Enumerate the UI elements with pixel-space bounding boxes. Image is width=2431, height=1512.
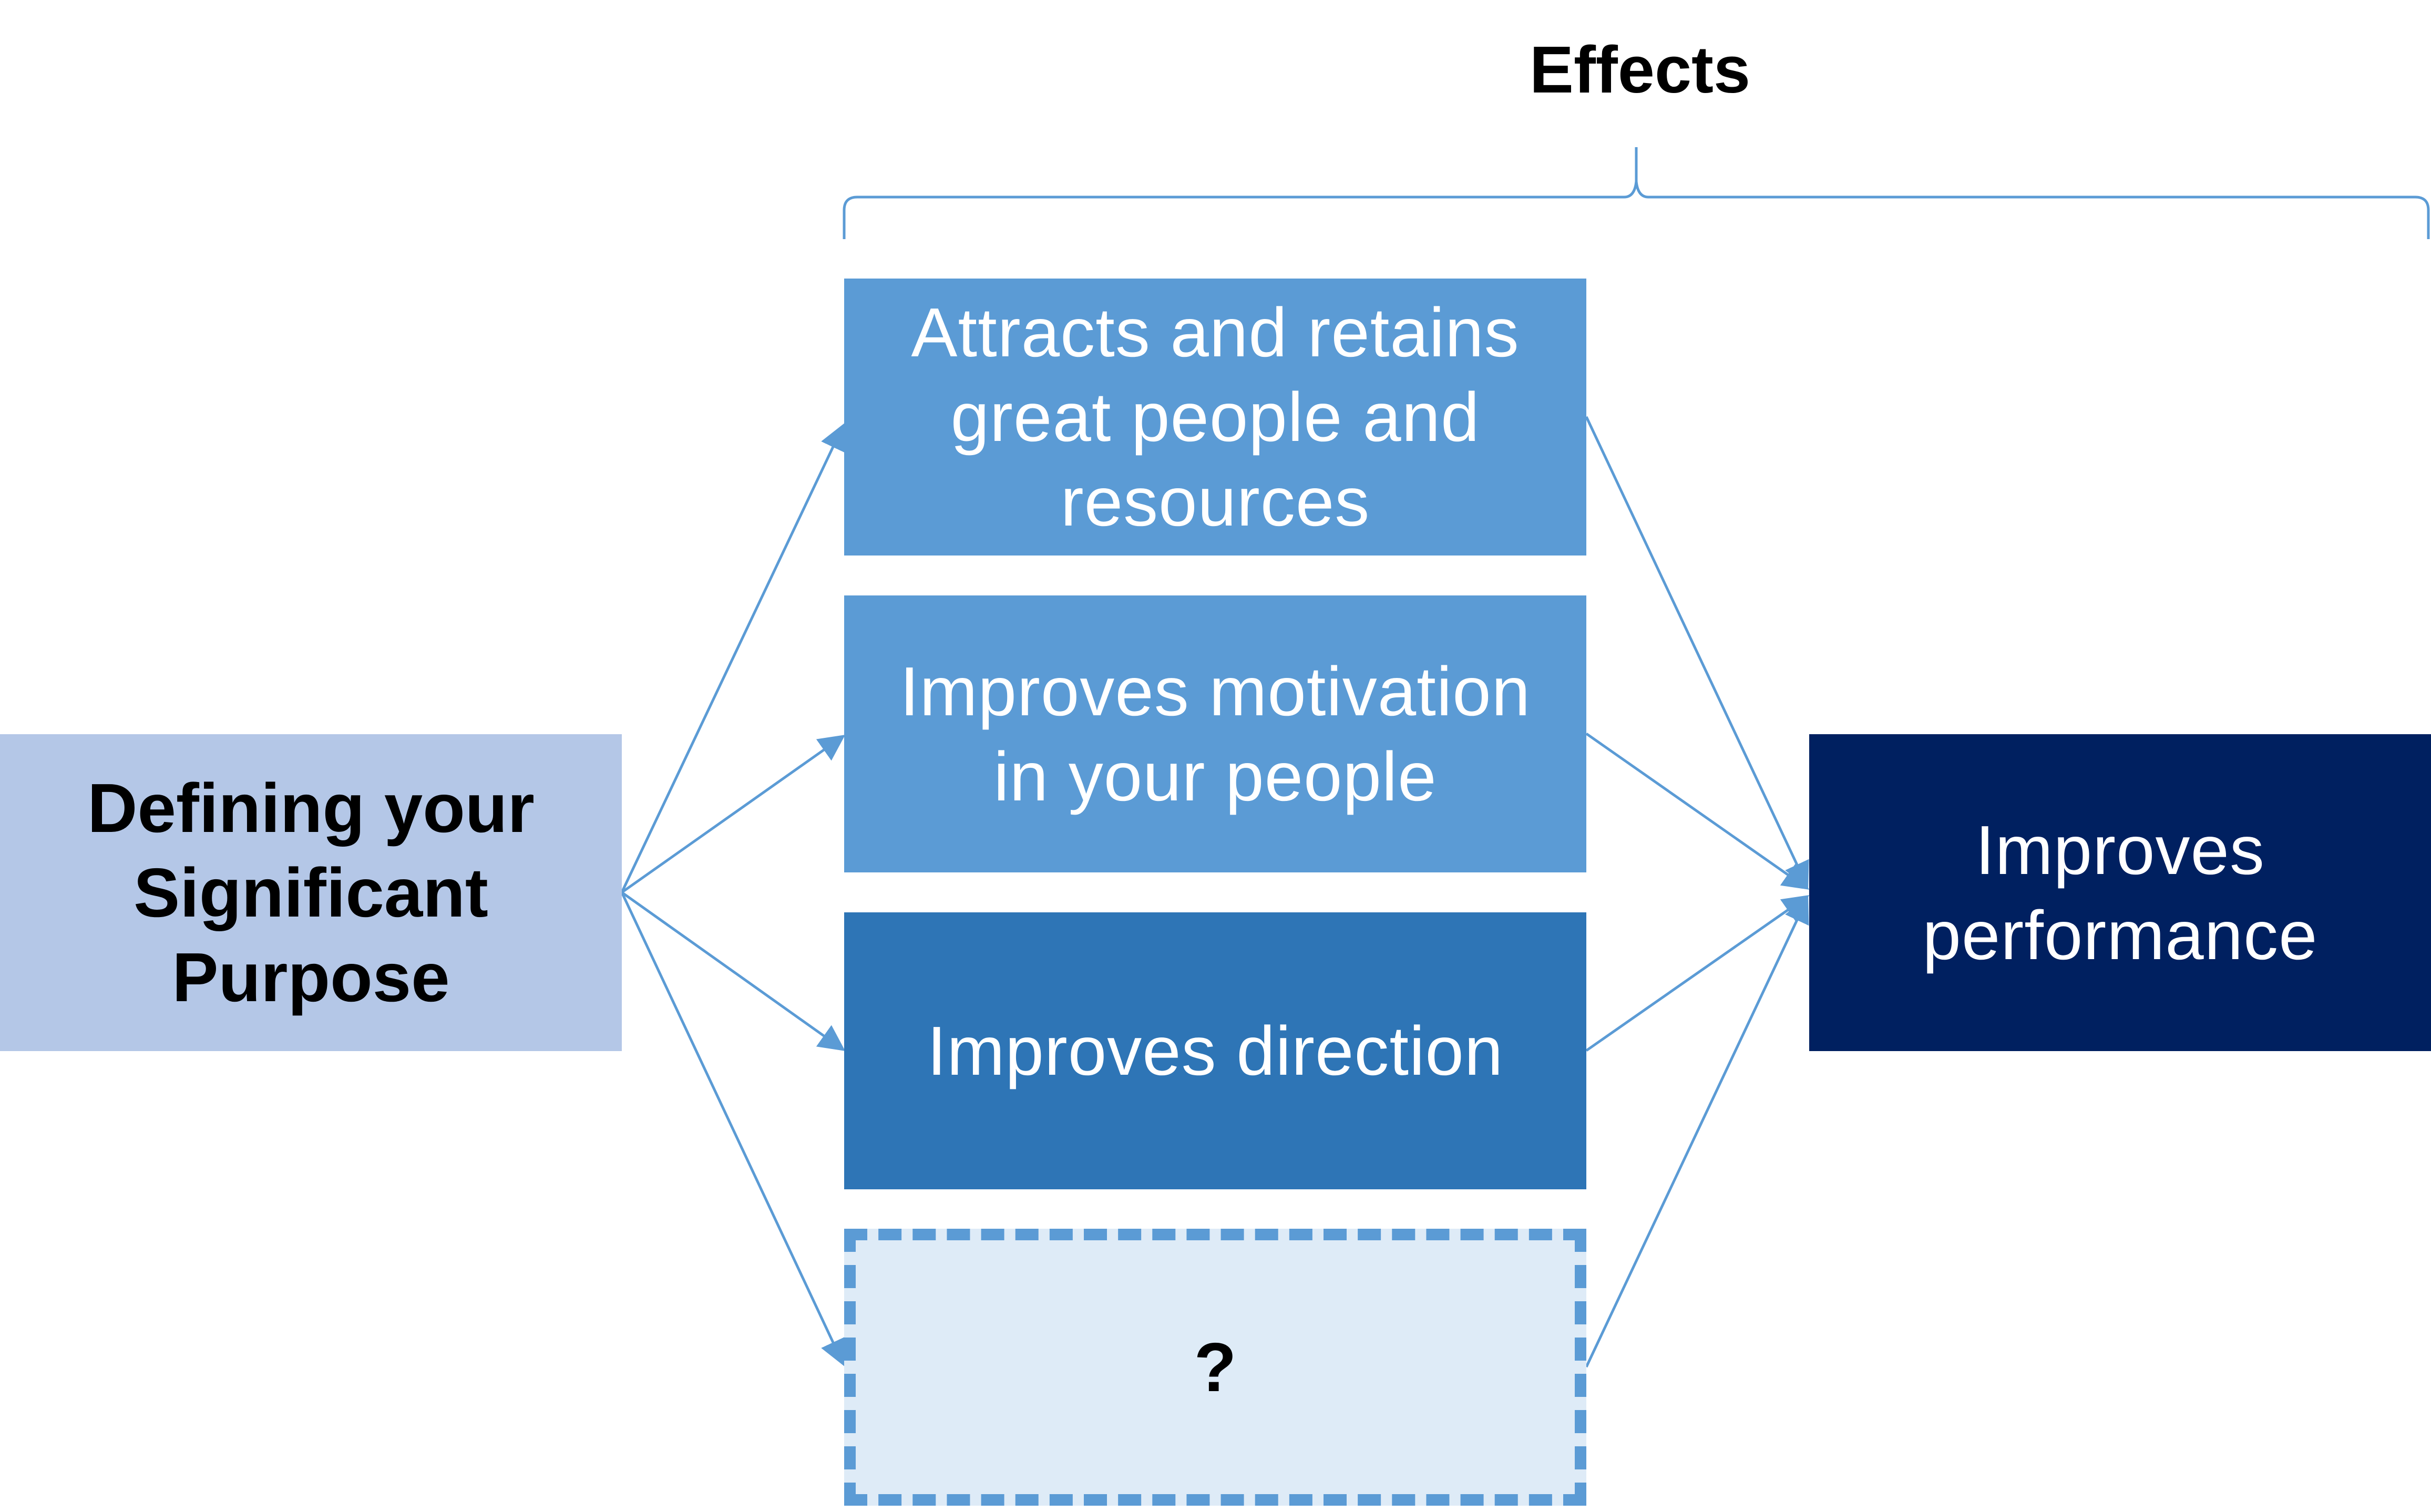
effects-heading: Effects	[1529, 33, 1751, 107]
arrow-source-to-effect-1	[620, 423, 845, 893]
effect-label: Improves motivation in your people	[899, 653, 1531, 815]
effect-label: Attracts and retains great people and re…	[911, 293, 1520, 541]
arrow-source-to-effect-4	[620, 891, 845, 1366]
arrow-effect-2-to-outcome	[1585, 732, 1810, 890]
effect-box-improves-direction: Improves direction	[844, 912, 1586, 1189]
effect-box-improves-motivation: Improves motivation in your people	[844, 595, 1586, 872]
outcome-box: Improves performance	[1809, 734, 2431, 1051]
source-box: Defining your Significant Purpose	[0, 734, 622, 1051]
outcome-label: Improves performance	[1922, 811, 2318, 974]
arrow-source-to-effect-2	[621, 735, 846, 894]
effect-box-attracts-resources: Attracts and retains great people and re…	[844, 279, 1586, 556]
arrow-source-to-effect-3	[621, 891, 846, 1051]
unknown-effect-label: ?	[1194, 1328, 1237, 1406]
effects-brace	[843, 147, 2430, 239]
effect-box-unknown: ?	[844, 1229, 1586, 1506]
source-label: Defining your Significant Purpose	[87, 769, 535, 1016]
arrow-effect-3-to-outcome	[1585, 895, 1810, 1052]
arrow-effect-1-to-outcome	[1585, 416, 1809, 889]
arrow-effect-4-to-outcome	[1585, 896, 1809, 1368]
effect-label: Improves direction	[927, 1012, 1504, 1089]
